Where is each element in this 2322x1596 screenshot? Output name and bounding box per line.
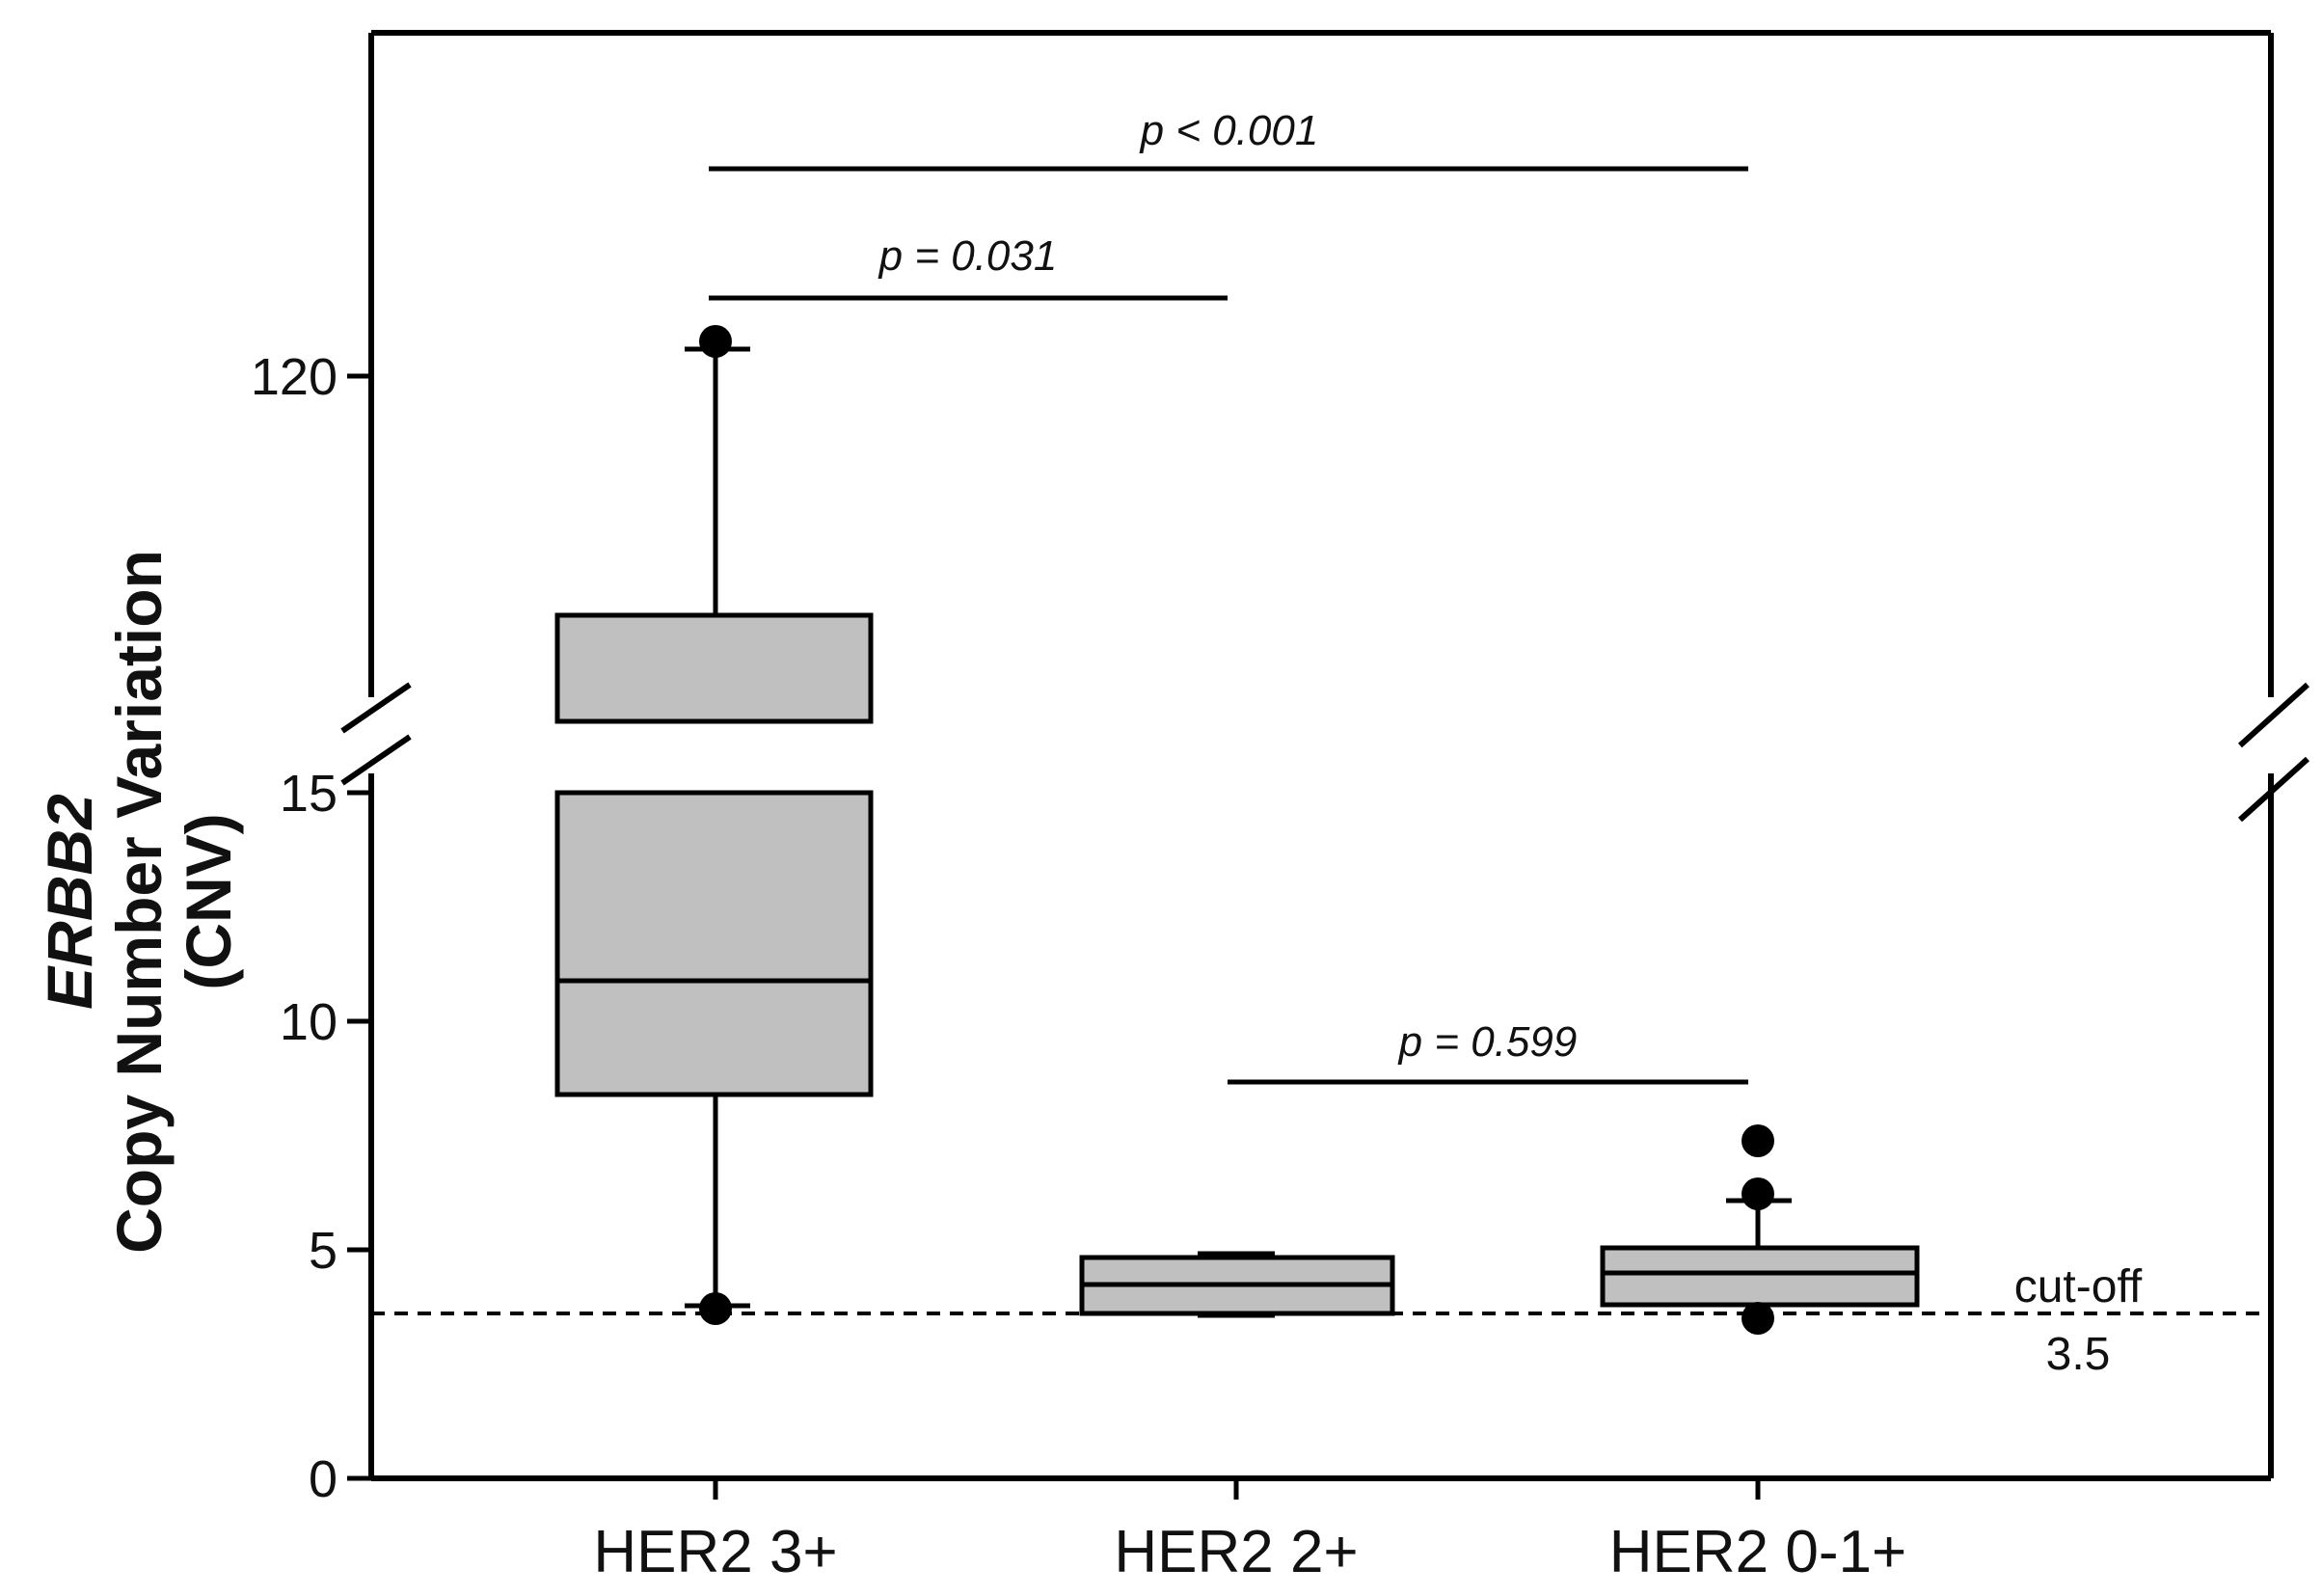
y-axis-title: ERBB2 Copy Number Variation (CNV) bbox=[34, 550, 244, 1254]
y-axis-tick-labels: 0 5 10 15 120 bbox=[251, 348, 338, 1508]
comparison-brackets bbox=[709, 166, 1748, 1085]
box-her2-01 bbox=[1600, 1124, 1920, 1335]
y-tick-label-5: 5 bbox=[309, 1222, 338, 1280]
box-body-her2-01 bbox=[1600, 1245, 1920, 1308]
y-tick-label-120: 120 bbox=[251, 348, 338, 406]
x-tick-label-her2-01: HER2 0-1+ bbox=[1609, 1519, 1906, 1585]
axis-break-right-1 bbox=[2237, 682, 2310, 748]
y-axis-title-gene: ERBB2 bbox=[34, 794, 105, 1010]
box-her2-2 bbox=[1079, 1251, 1395, 1318]
x-axis-tick-labels: HER2 3+ HER2 2+ HER2 0-1+ bbox=[593, 1519, 1906, 1585]
y-tick-label-10: 10 bbox=[280, 993, 338, 1051]
axis-break-marks bbox=[340, 682, 2310, 823]
y-tick-label-15: 15 bbox=[280, 765, 338, 823]
p-value-2-vs-01: p = 0.599 bbox=[1397, 1018, 1578, 1066]
outlier-point-her2-01-b bbox=[1742, 1177, 1774, 1210]
box-body-upper-her2-3 bbox=[554, 612, 874, 724]
p-value-3-vs-2: p = 0.031 bbox=[878, 232, 1058, 280]
box-her2-3 bbox=[554, 325, 874, 1325]
outlier-point-her2-3-high bbox=[699, 325, 732, 358]
y-axis-ticks bbox=[347, 373, 371, 1481]
y-axis-title-line1: Copy Number Variation bbox=[103, 550, 175, 1254]
x-tick-label-her2-3: HER2 3+ bbox=[593, 1519, 837, 1585]
outlier-point-her2-3-low bbox=[699, 1292, 732, 1325]
axis-break-left-2 bbox=[340, 734, 412, 786]
cutoff-value-label: 3.5 bbox=[2046, 1329, 2111, 1380]
y-tick-label-0: 0 bbox=[309, 1450, 338, 1508]
plot-frame bbox=[368, 30, 2274, 1481]
p-value-3-vs-01: p < 0.001 bbox=[1139, 107, 1319, 154]
box-body-lower-her2-3 bbox=[554, 790, 874, 1097]
axis-break-left-1 bbox=[340, 682, 412, 734]
y-axis-title-line2: (CNV) bbox=[173, 813, 244, 989]
x-tick-label-her2-2: HER2 2+ bbox=[1114, 1519, 1358, 1585]
outlier-point-her2-01-c bbox=[1742, 1302, 1774, 1335]
axis-break-right-2 bbox=[2237, 756, 2310, 823]
cutoff-label: cut-off bbox=[2014, 1261, 2143, 1312]
outlier-point-her2-01-a bbox=[1742, 1124, 1774, 1157]
x-axis-ticks bbox=[713, 1478, 1761, 1500]
